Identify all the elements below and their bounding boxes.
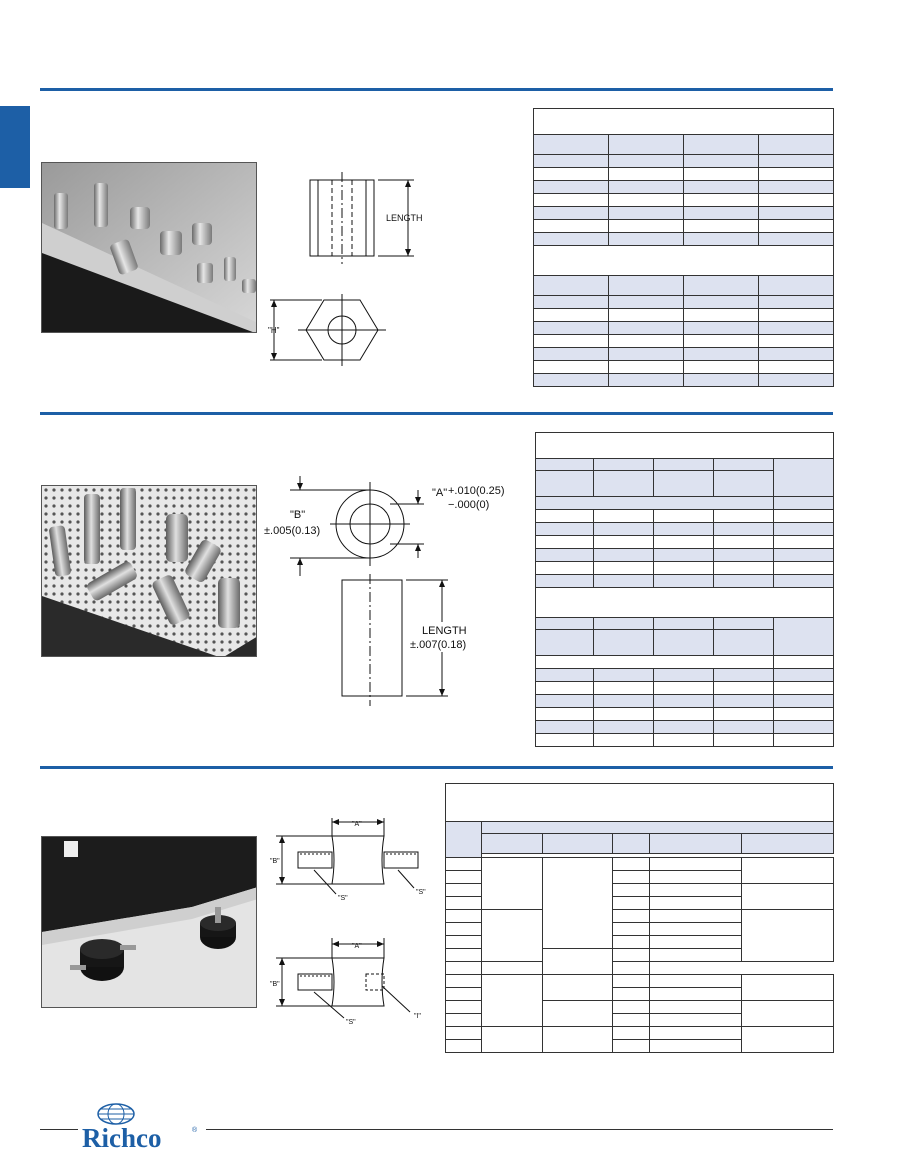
round-spacer-spec-table [534,432,835,747]
length-dimension-label: LENGTH [422,625,467,637]
section-divider-3 [40,766,833,769]
length-tolerance-label: ±.007(0.18) [410,639,466,651]
section-divider-1 [40,88,833,91]
round-spacers-photo [41,485,257,657]
a-tolerance-plus: +.010(0.25) [448,485,505,497]
top-s-left-label: "S" [338,895,348,902]
b-tolerance-label: ±.005(0.13) [264,525,320,537]
footer-rule-left [40,1129,78,1130]
rubber-mount-drawings: "A" "B" "S" "S" "A" "B" "S" "I" [262,808,442,1038]
h-dimension-label: "H" [268,326,280,335]
top-b-label: "B" [270,858,280,865]
bottom-a-label: "A" [352,943,362,950]
bottom-i-label: "I" [414,1013,421,1020]
a-tolerance-minus: −.000(0) [448,499,489,511]
section-divider-2 [40,412,833,415]
round-spacer-drawing: "B" ±.005(0.13) "A" +.010(0.25) −.000(0)… [262,462,527,712]
footer-rule-right [206,1129,833,1130]
top-a-label: "A" [352,821,362,828]
hex-spacer-spec-table [533,108,834,387]
registered-mark: ® [192,1127,198,1134]
rubber-mounts-photo [41,836,257,1008]
length-dimension-label: LENGTH [386,213,423,223]
hex-spacer-drawing: LENGTH "H" [262,170,442,370]
hex-spacers-photo [41,162,257,333]
rubber-mount-spec-table [444,783,835,1053]
brand-name: Richco [82,1123,162,1153]
bottom-b-label: "B" [270,981,280,988]
globe-icon [97,1103,135,1125]
bottom-s-label: "S" [346,1019,356,1026]
richco-logo: Richco ® [82,1103,202,1155]
b-dimension-label: "B" [290,509,305,521]
section-tab [0,106,30,188]
a-dimension-label: "A" [432,487,447,499]
top-s-right-label: "S" [416,889,426,896]
